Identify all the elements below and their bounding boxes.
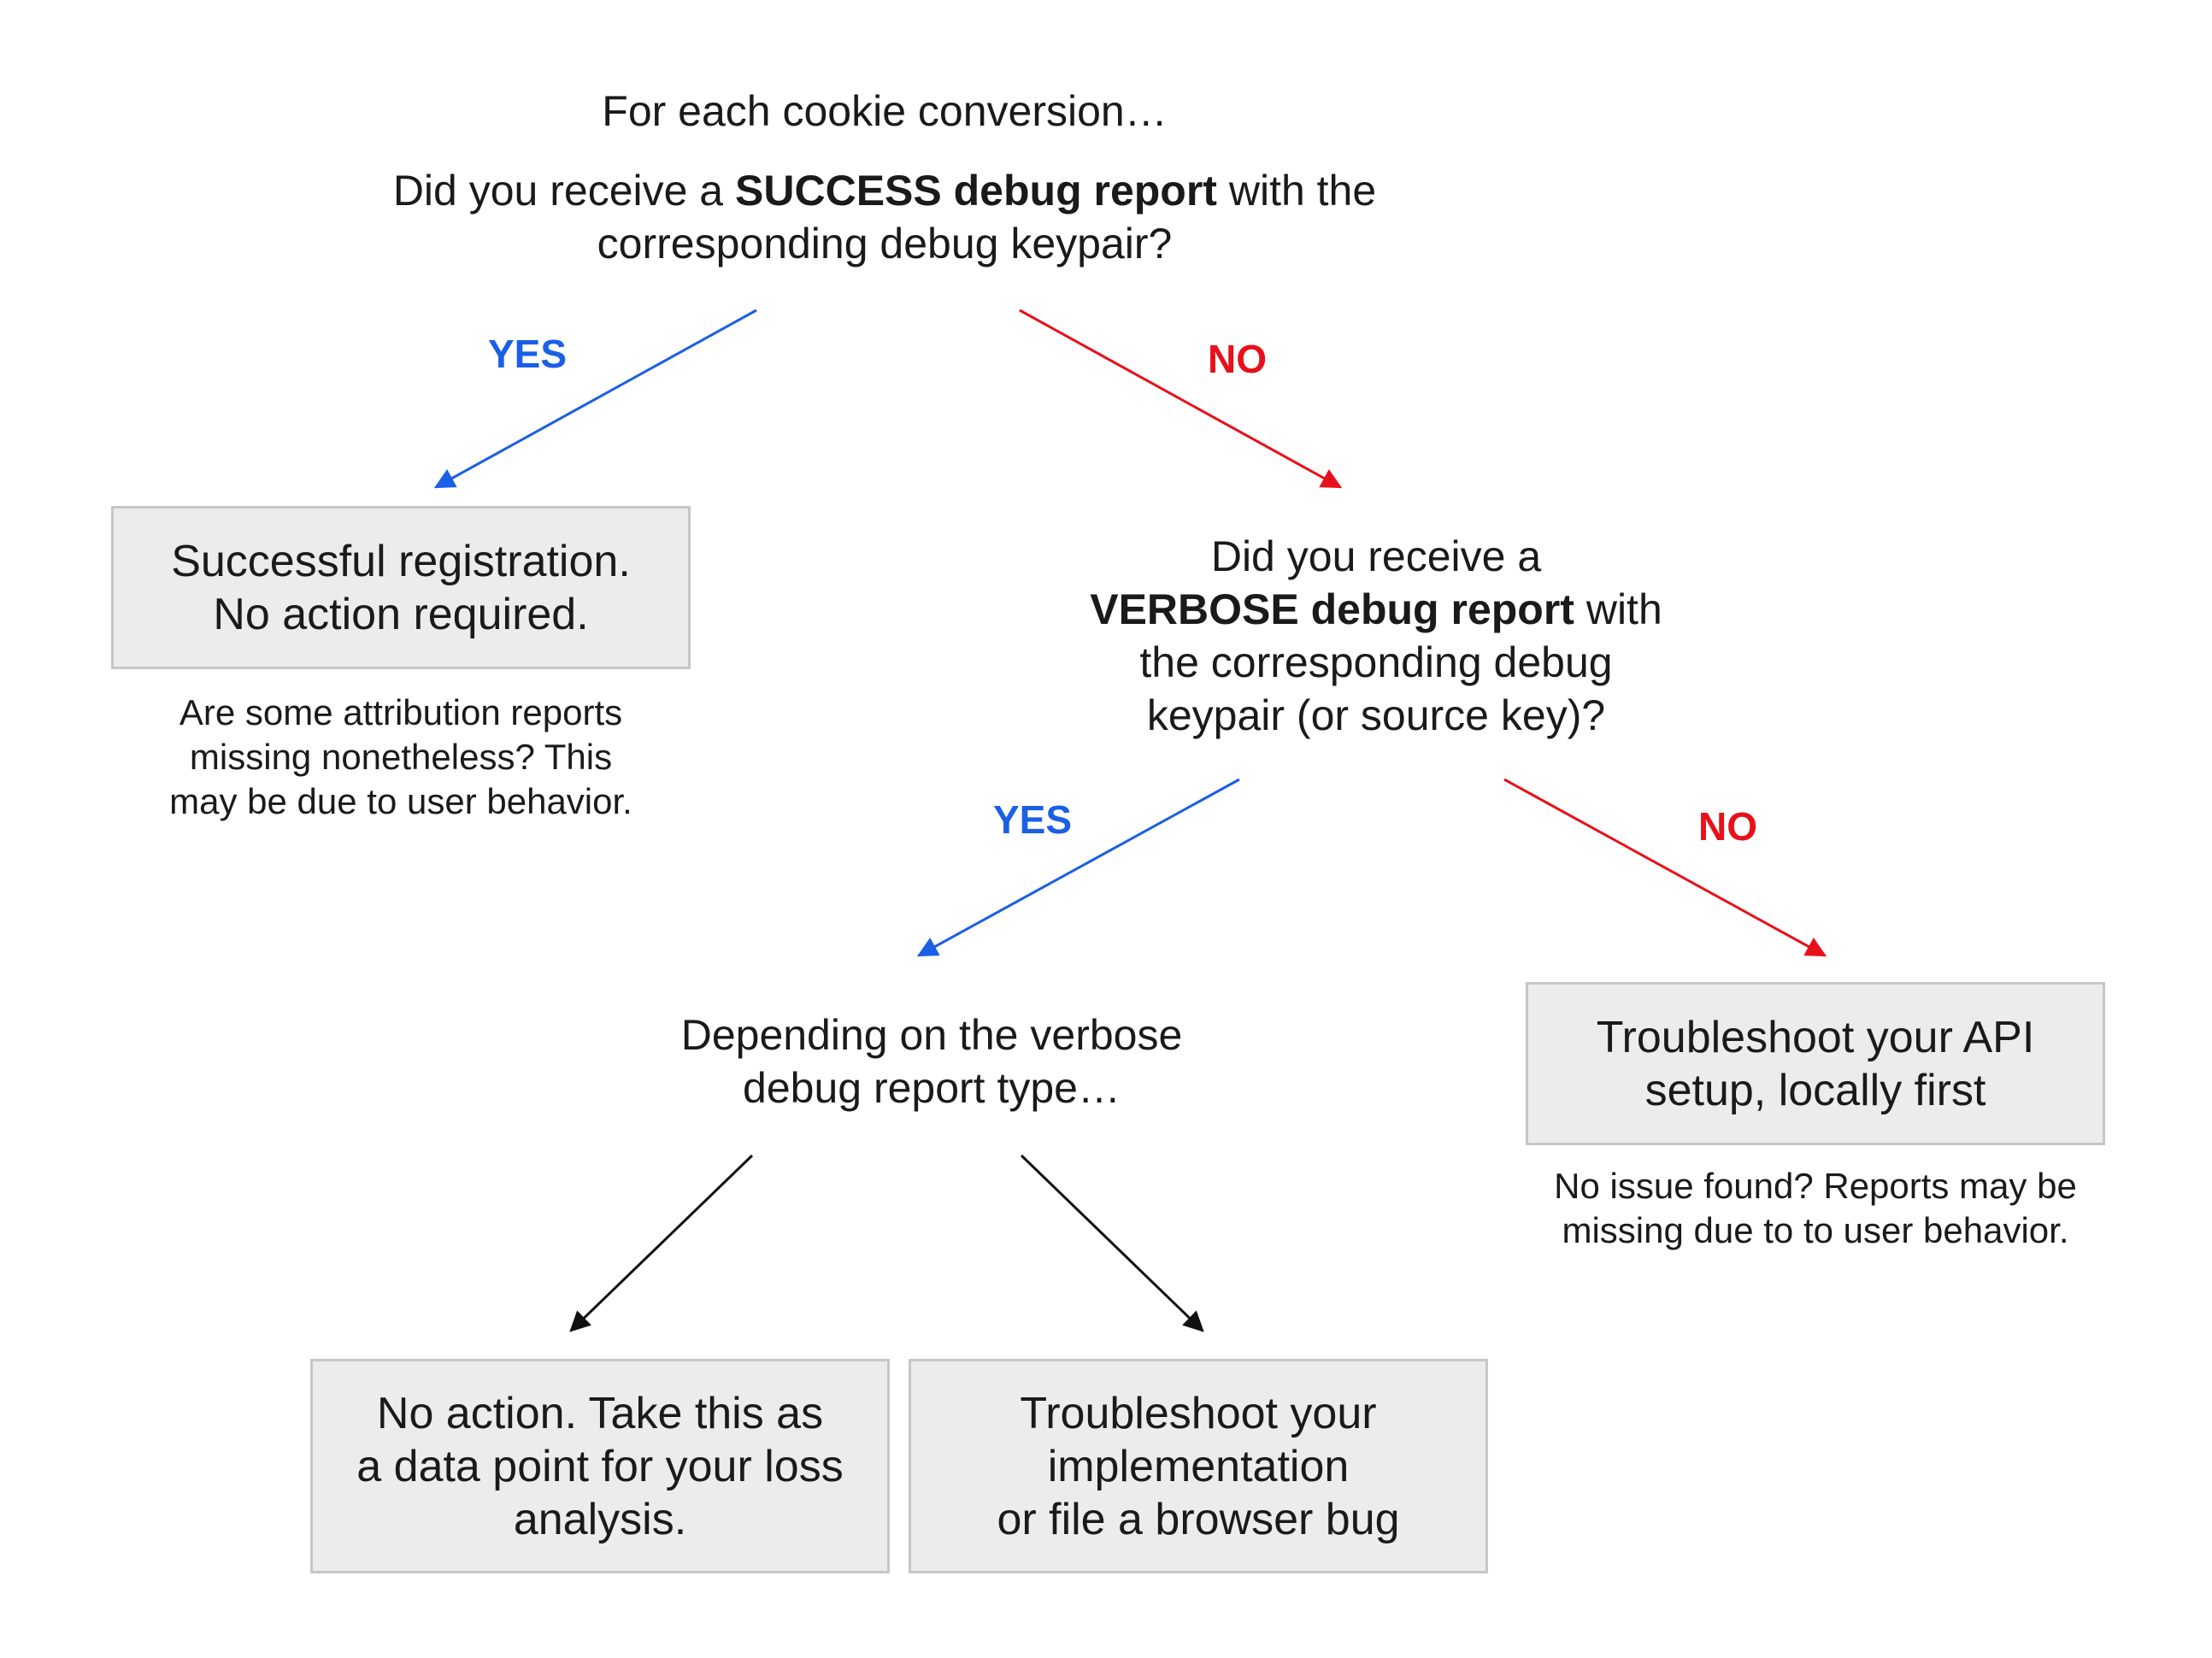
- arrow-q2-no: [1503, 778, 1827, 957]
- impl-line1: Troubleshoot your: [1020, 1388, 1377, 1438]
- question1-bold: SUCCESS debug report: [735, 167, 1217, 215]
- success-note-line1: Are some attribution reports: [179, 692, 623, 732]
- troubleshoot-implementation-box: Troubleshoot your implementation or file…: [909, 1359, 1488, 1573]
- question2-line2: VERBOSE debug report with: [1090, 585, 1662, 633]
- branch2-no-label: NO: [1698, 804, 1757, 849]
- no-action-line3: analysis.: [513, 1494, 687, 1544]
- success-box-line2: No action required.: [213, 589, 589, 639]
- impl-line3: or file a browser bug: [997, 1494, 1400, 1544]
- verbose-type-line2: debug report type…: [743, 1064, 1121, 1112]
- success-note-line3: may be due to user behavior.: [169, 781, 632, 821]
- question-verbose-report: Did you receive a VERBOSE debug report w…: [991, 530, 1761, 742]
- branch1-no-label: NO: [1208, 337, 1267, 381]
- arrow-q1-yes: [433, 309, 757, 489]
- api-note-line2: missing due to to user behavior.: [1562, 1210, 2069, 1250]
- question1-line2: corresponding debug keypair?: [597, 220, 1173, 268]
- arrow-type-right: [1020, 1154, 1204, 1332]
- branch1-yes-label: YES: [488, 332, 568, 376]
- impl-line2: implementation: [1047, 1441, 1350, 1491]
- arrow-type-left: [569, 1154, 754, 1332]
- api-note: No issue found? Reports may be missing d…: [1466, 1164, 2165, 1253]
- api-box-line1: Troubleshoot your API: [1596, 1012, 2035, 1062]
- success-note: Are some attribution reports missing non…: [111, 691, 691, 824]
- branch2-yes-label: YES: [993, 797, 1073, 842]
- verbose-report-type-text: Depending on the verbose debug report ty…: [547, 1008, 1316, 1114]
- question-success-report: Did you receive a SUCCESS debug report w…: [0, 164, 1769, 270]
- question2-line4: keypair (or source key)?: [1146, 691, 1606, 739]
- no-action-loss-analysis-box: No action. Take this as a data point for…: [310, 1359, 890, 1573]
- arrow-q2-yes: [916, 778, 1240, 957]
- question2-line1: Did you receive a: [1210, 532, 1542, 580]
- question2-line3: the corresponding debug: [1139, 638, 1613, 686]
- arrow-q1-no: [1019, 309, 1343, 489]
- no-action-line1: No action. Take this as: [376, 1388, 824, 1438]
- question1-line1: Did you receive a SUCCESS debug report w…: [392, 167, 1377, 215]
- intro-text: For each cookie conversion…: [602, 87, 1168, 135]
- troubleshoot-api-box: Troubleshoot your API setup, locally fir…: [1526, 982, 2105, 1145]
- api-note-line1: No issue found? Reports may be: [1554, 1166, 2077, 1206]
- success-box-line1: Successful registration.: [171, 536, 631, 586]
- question2-bold: VERBOSE debug report: [1090, 585, 1574, 633]
- verbose-type-line1: Depending on the verbose: [680, 1011, 1183, 1059]
- no-action-line2: a data point for your loss: [356, 1441, 844, 1491]
- success-note-line2: missing nonetheless? This: [189, 737, 613, 777]
- successful-registration-box: Successful registration. No action requi…: [111, 506, 691, 669]
- api-box-line2: setup, locally first: [1644, 1065, 1986, 1115]
